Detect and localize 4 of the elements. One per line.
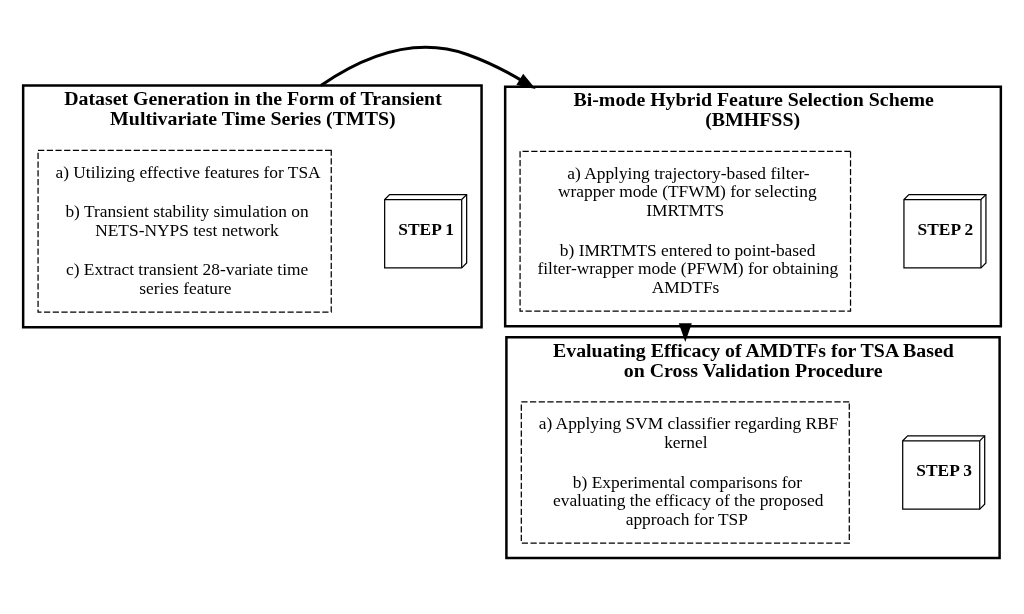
arrow — [320, 45, 536, 89]
node-box: a) Utilizing effective features for TSA b) Transient stability simulation on NETS-NYPS test network c) Extract transient 28-variate time series feature — [37, 149, 332, 313]
node-box: a) Applying trajectory-based filter-wrapper mode (TFWM) for selecting IMRTMTS b) IMRTMTS entered to point-based filter-wrapper mode (PFWM) for obtaining AMDTFs — [519, 150, 852, 312]
node-box: a) Applying SVM classifier regarding RBF kernel b) Experimental comparisons for evaluating the efficacy of the proposed approach for TSP — [520, 400, 850, 544]
